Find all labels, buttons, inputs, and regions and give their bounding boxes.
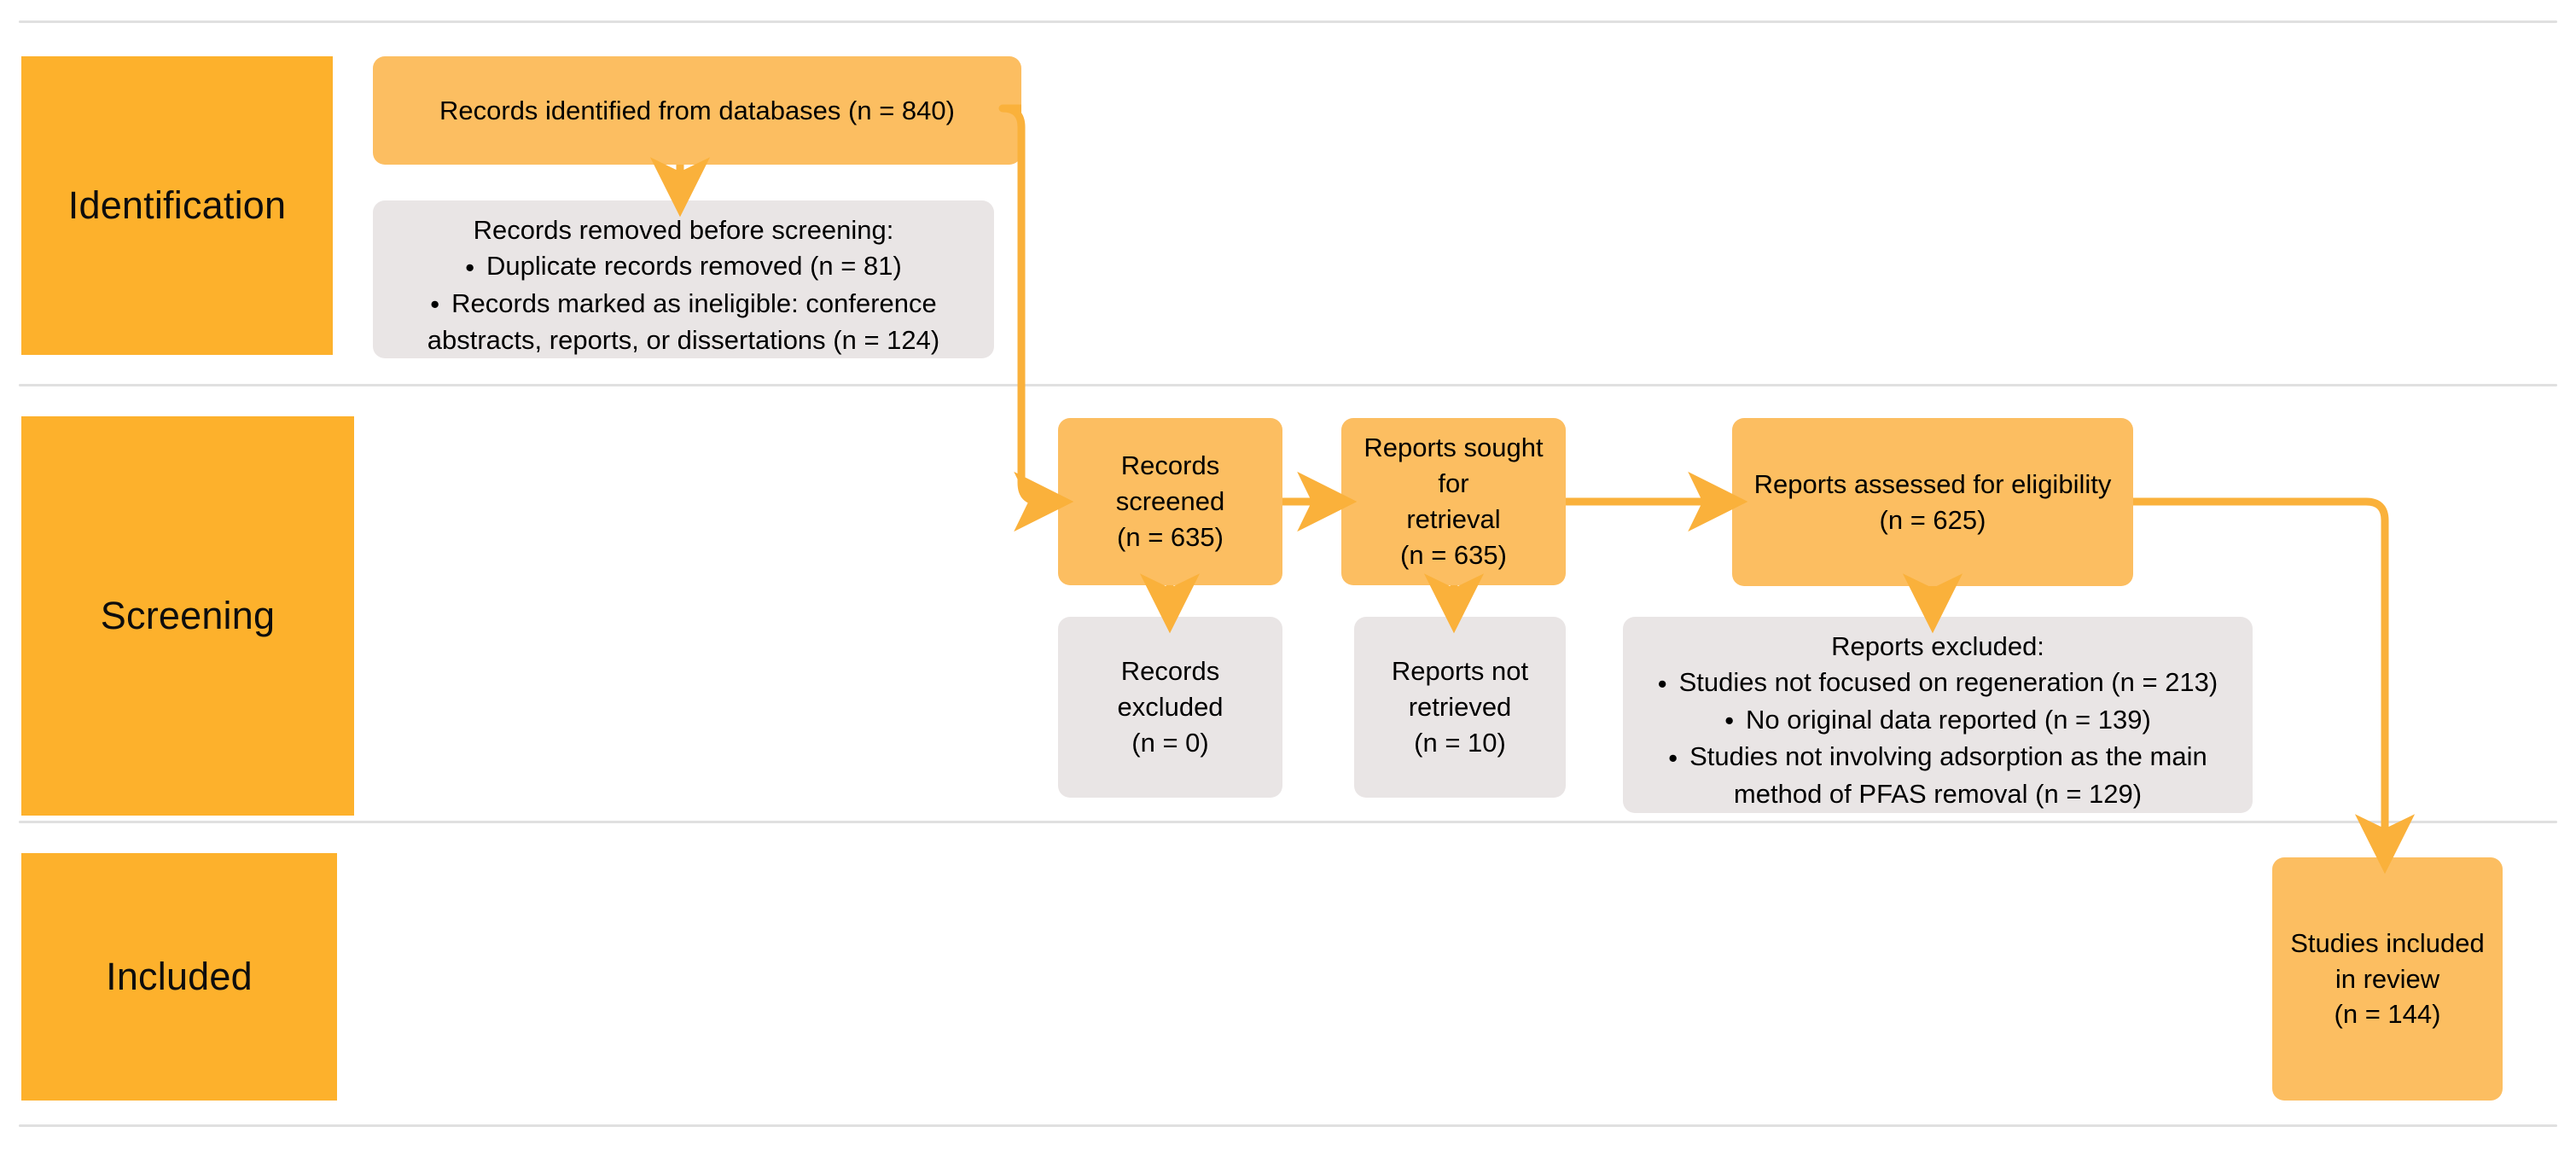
node-records-removed: Records removed before screening: • Dupli…: [373, 200, 994, 358]
node-records-identified: Records identified from databases (n = 8…: [373, 56, 1021, 165]
node-records-excluded: Records excluded (n = 0): [1058, 617, 1282, 798]
node-studies-included-line2: in review: [2335, 963, 2440, 994]
node-reports-excluded: Reports excluded: • Studies not focused o…: [1623, 617, 2253, 813]
node-reports-sought-line3: (n = 635): [1400, 539, 1507, 570]
bullet-dot-icon: •: [465, 252, 475, 282]
list-item: • Duplicate records removed (n = 81): [383, 248, 984, 286]
node-records-screened-line2: (n = 635): [1117, 521, 1224, 552]
bullet-text-cont: method of PFAS removal (n = 129): [1733, 779, 2143, 810]
stage-label-screening: Screening: [21, 416, 354, 816]
bullet-text-cont: abstracts, reports, or dissertations (n …: [427, 325, 940, 356]
bullet-dot-icon: •: [430, 289, 440, 320]
node-records-screened-line1: Records screened: [1115, 450, 1225, 517]
bullet-text: No original data reported (n = 139): [1746, 704, 2151, 735]
node-studies-included: Studies included in review (n = 144): [2272, 857, 2503, 1101]
list-item: • Records marked as ineligible: conferenc…: [383, 286, 984, 359]
node-reports-excluded-bullet-list: • Studies not focused on regeneration (n …: [1633, 665, 2242, 812]
node-reports-not-retrieved-line2: retrieved: [1408, 692, 1512, 723]
stage-label-included: Included: [21, 853, 337, 1101]
section-divider-identification-screening: [19, 384, 2557, 386]
node-records-removed-bullet-list: • Duplicate records removed (n = 81) • Rec…: [383, 248, 984, 358]
node-reports-not-retrieved: Reports not retrieved (n = 10): [1354, 617, 1566, 798]
bullet-text: Studies not focused on regeneration (n =…: [1678, 666, 2218, 697]
arrow-identified-to-screened: [998, 104, 1074, 532]
bullet-dot-icon: •: [1668, 743, 1678, 774]
section-divider-top: [19, 20, 2557, 23]
node-reports-sought: Reports sought for retrieval (n = 635): [1341, 418, 1566, 585]
stage-label-identification: Identification: [21, 56, 333, 355]
node-records-excluded-line2: (n = 0): [1131, 727, 1209, 758]
node-reports-assessed-line2: (n = 625): [1879, 504, 1986, 535]
list-item: • No original data reported (n = 139): [1633, 702, 2242, 740]
node-reports-sought-line2: retrieval: [1406, 504, 1501, 534]
node-records-removed-heading: Records removed before screening:: [473, 215, 894, 245]
bullet-text: Studies not involving adsorption as the …: [1689, 741, 2207, 772]
node-studies-included-line3: (n = 144): [2334, 999, 2441, 1030]
node-records-excluded-line1: Records excluded: [1117, 656, 1224, 723]
node-studies-included-line1: Studies included: [2290, 927, 2485, 958]
node-reports-sought-line1: Reports sought for: [1364, 433, 1544, 499]
stage-label-screening-text: Screening: [100, 594, 276, 638]
list-item: • Studies not focused on regeneration (n …: [1633, 665, 2242, 702]
node-reports-excluded-heading: Reports excluded:: [1831, 631, 2044, 661]
node-reports-not-retrieved-line1: Reports not: [1391, 656, 1529, 687]
section-divider-screening-included: [19, 821, 2557, 823]
list-item: • Studies not involving adsorption as the…: [1633, 739, 2242, 812]
node-reports-not-retrieved-line3: (n = 10): [1414, 727, 1506, 758]
bullet-dot-icon: •: [1724, 706, 1735, 736]
stage-label-included-text: Included: [106, 955, 253, 999]
node-reports-assessed: Reports assessed for eligibility (n = 62…: [1732, 418, 2133, 586]
section-divider-bottom: [19, 1124, 2557, 1127]
node-records-identified-text: Records identified from databases (n = 8…: [439, 95, 955, 125]
bullet-text: Duplicate records removed (n = 81): [486, 250, 902, 281]
node-records-screened: Records screened (n = 635): [1058, 418, 1282, 585]
node-reports-assessed-line1: Reports assessed for eligibility: [1753, 468, 2112, 499]
stage-label-identification-text: Identification: [67, 183, 287, 228]
bullet-dot-icon: •: [1657, 668, 1667, 699]
bullet-text: Records marked as ineligible: conference: [451, 288, 937, 318]
